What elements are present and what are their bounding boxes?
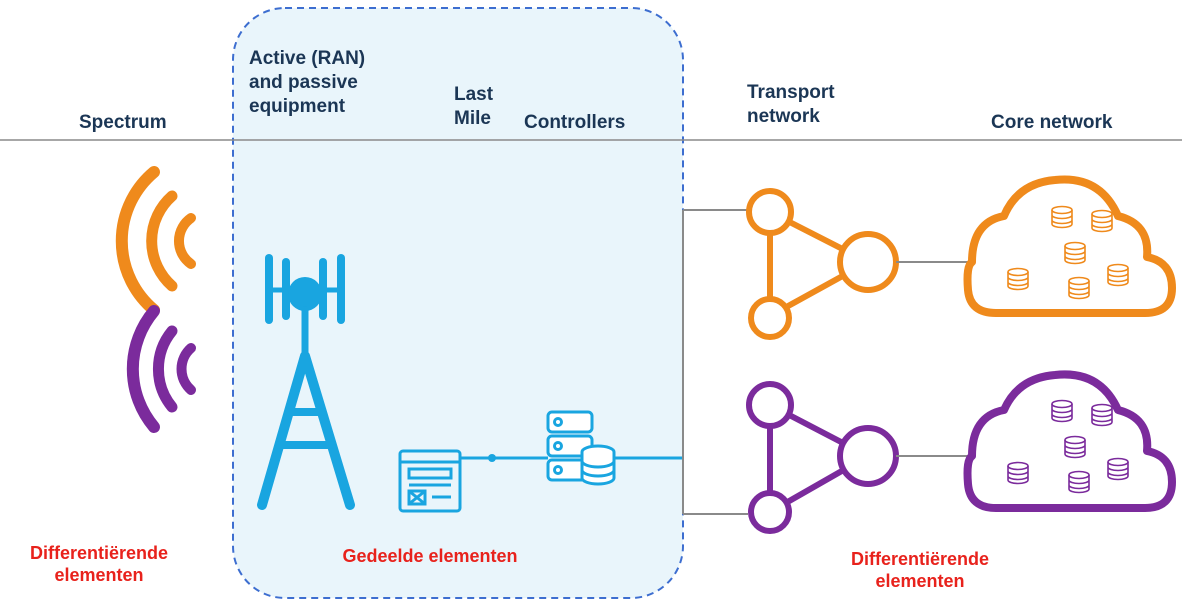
radio-waves-icon (126, 305, 196, 433)
server-database-icon (546, 410, 616, 486)
controllers-header: Controllers (524, 112, 626, 133)
shared-elements-label: Gedeelde elementen (342, 546, 518, 566)
network-nodes-icon (746, 188, 899, 340)
core-network-header: Core network (991, 112, 1113, 133)
cloud-database-icon (963, 370, 1176, 512)
transport-header: Transport network (747, 82, 835, 127)
radio-waves-icon (115, 166, 196, 316)
last-mile-header: Last Mile (454, 84, 494, 129)
last-mile-node (488, 454, 496, 462)
differentiating-label-right: Differentiërende elementen (850, 549, 990, 591)
cloud-database-icon (963, 175, 1176, 317)
network-nodes-icon (746, 381, 899, 534)
cell-tower-icon (257, 254, 355, 510)
differentiating-label-left: Differentiërende elementen (29, 543, 169, 585)
network-device-icon (398, 449, 462, 513)
spectrum-header: Spectrum (79, 112, 167, 133)
active-passive-header: Active (RAN) and passive equipment (249, 48, 366, 117)
